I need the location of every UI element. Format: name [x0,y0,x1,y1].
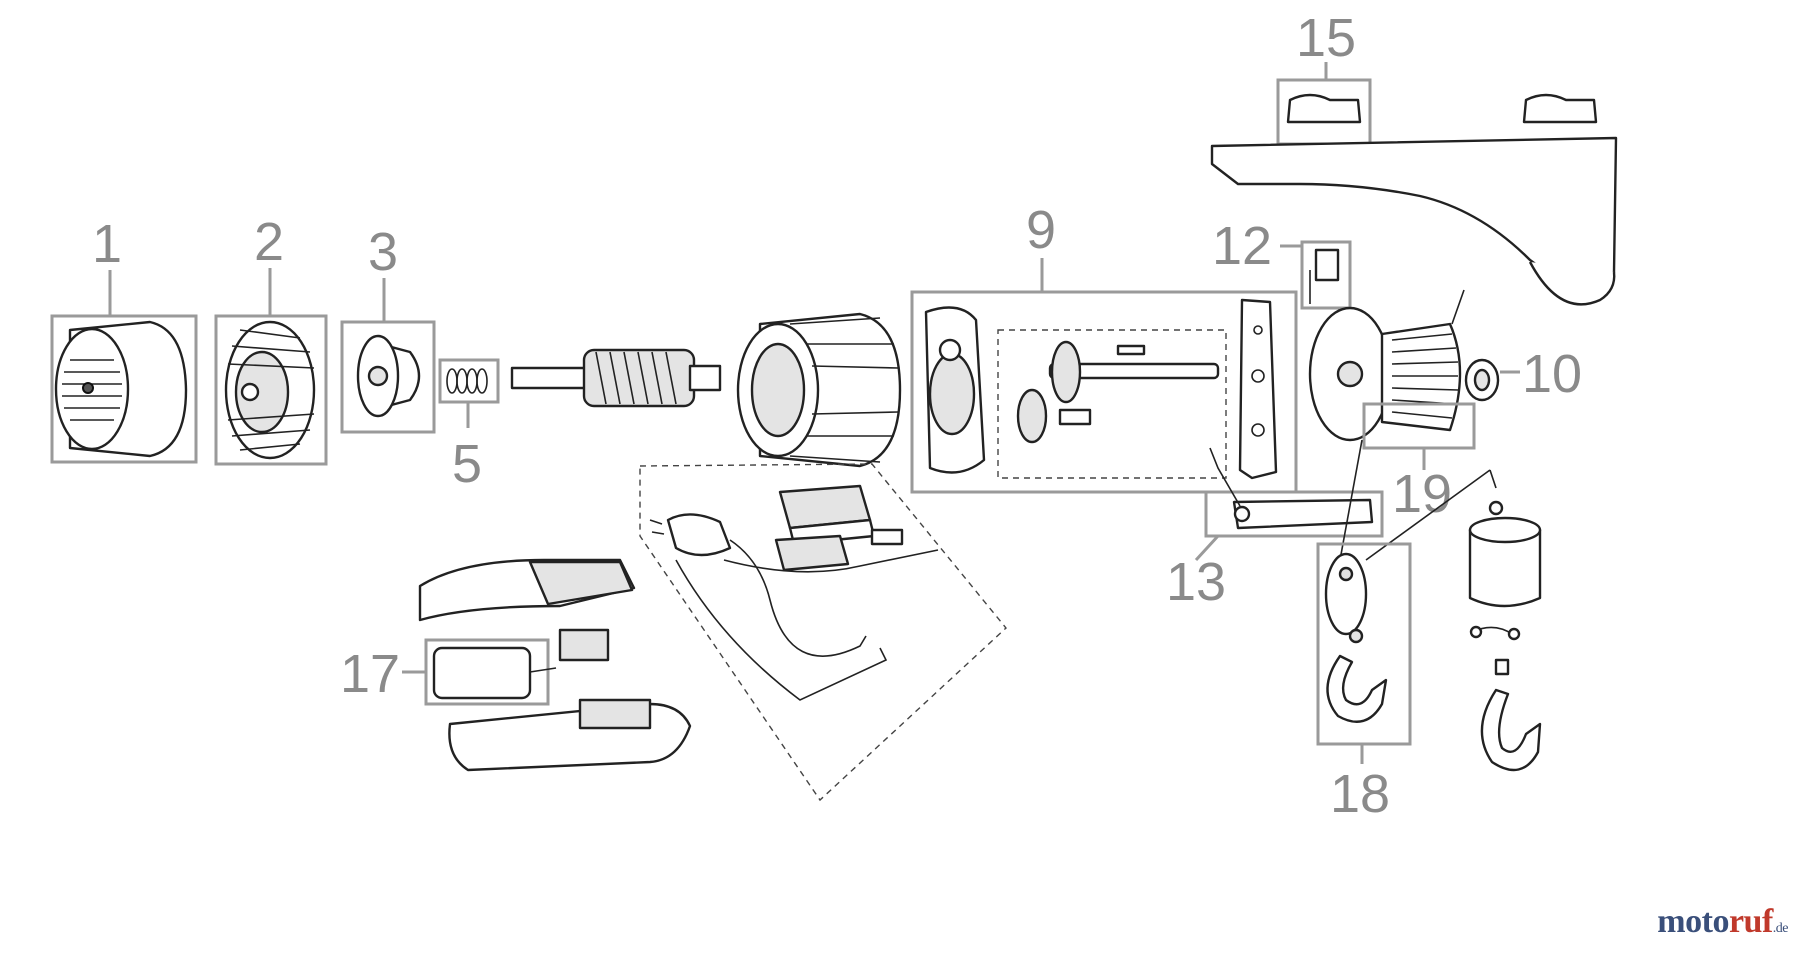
part-9-gearbox [910,290,1298,494]
rotor-shaft [510,348,722,408]
power-plug [649,513,732,557]
mounting-rail [1210,136,1618,306]
part-13-brake-lever [1204,447,1384,538]
gear-shaft [1016,340,1220,444]
callout-15: 15 [1296,8,1356,68]
part-3-bearing-cap [340,320,436,434]
part-15-hanger [1276,78,1598,146]
callout-10: 10 [1522,344,1582,404]
motoruf-watermark-logo: motoruf.de [1657,903,1788,941]
control-unit-group [639,463,1007,802]
part-5-spring [438,358,500,404]
counterweight [1468,500,1542,608]
callout-5: 5 [452,434,482,494]
watermark-part-b: ruf [1728,903,1773,940]
part-17-capacitor-housing [418,558,692,772]
part-19-cable-drum [1308,289,1476,450]
watermark-part-a: moto [1657,903,1729,940]
part-2-fan [214,314,328,466]
callout-9: 9 [1026,200,1056,260]
callout-3: 3 [368,222,398,282]
callout-13: 13 [1166,552,1226,612]
callout-12: 12 [1212,216,1272,276]
part-18-pulley-hook [1316,542,1412,746]
lower-hook [1469,625,1542,772]
stator-housing [736,312,902,468]
callout-18: 18 [1330,764,1390,824]
part-1-end-cap [50,314,198,464]
part-10-nut [1464,358,1500,402]
callout-1: 1 [92,214,122,274]
callout-17: 17 [340,644,400,704]
leader-13 [1194,534,1220,562]
watermark-part-c: .de [1772,921,1789,936]
callout-19: 19 [1392,464,1452,524]
callout-2: 2 [254,212,284,272]
part-12-bracket [1300,240,1352,310]
